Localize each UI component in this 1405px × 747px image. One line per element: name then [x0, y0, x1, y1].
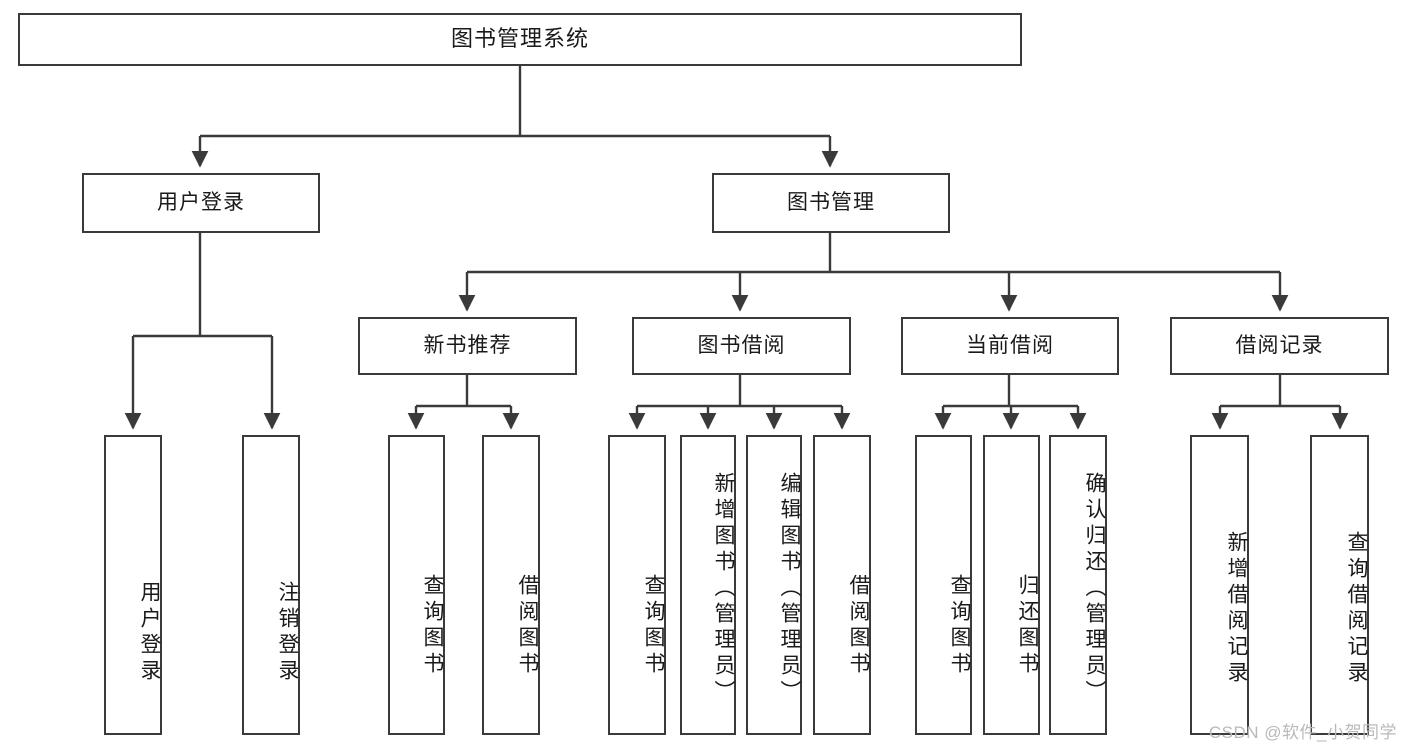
node-title-system-label: 图书管理系统 [450, 26, 589, 52]
leaf-user-login[interactable]: 用户登录 [104, 435, 162, 735]
leaf-query-record-label: 查询借阅记录 [1345, 531, 1368, 687]
node-book-manage[interactable]: 图书管理 [712, 173, 950, 233]
node-new-book-recommend[interactable]: 新书推荐 [358, 317, 577, 375]
leaf-return-book-label: 归还图书 [1016, 574, 1039, 678]
leaf-confirm-return-label: 确认归还（管理员） [1083, 472, 1106, 706]
leaf-query-record[interactable]: 查询借阅记录 [1310, 435, 1369, 735]
leaf-query-book-3-label: 查询图书 [948, 574, 971, 678]
node-book-borrow-label: 图书借阅 [697, 334, 786, 358]
node-book-manage-label: 图书管理 [787, 191, 875, 215]
node-user-login-label: 用户登录 [157, 191, 245, 215]
node-book-borrow[interactable]: 图书借阅 [632, 317, 851, 375]
node-user-login[interactable]: 用户登录 [82, 173, 320, 233]
node-title-system[interactable]: 图书管理系统 [18, 13, 1022, 66]
leaf-borrow-book-2-label: 借阅图书 [847, 574, 870, 678]
leaf-query-book-1-label: 查询图书 [421, 574, 444, 678]
node-current-borrow-label: 当前借阅 [966, 334, 1054, 358]
leaf-return-book[interactable]: 归还图书 [983, 435, 1040, 735]
leaf-add-book[interactable]: 新增图书（管理员） [680, 435, 736, 735]
leaf-query-book-1[interactable]: 查询图书 [388, 435, 445, 735]
leaf-add-record[interactable]: 新增借阅记录 [1190, 435, 1249, 735]
leaf-edit-book[interactable]: 编辑图书（管理员） [746, 435, 802, 735]
leaf-add-book-label: 新增图书（管理员） [712, 472, 735, 706]
leaf-query-book-2[interactable]: 查询图书 [608, 435, 666, 735]
leaf-borrow-book-2[interactable]: 借阅图书 [813, 435, 871, 735]
leaf-add-record-label: 新增借阅记录 [1225, 531, 1248, 687]
leaf-confirm-return[interactable]: 确认归还（管理员） [1049, 435, 1107, 735]
node-borrow-record[interactable]: 借阅记录 [1170, 317, 1389, 375]
leaf-user-login-label: 用户登录 [138, 580, 161, 685]
leaf-borrow-book-1[interactable]: 借阅图书 [482, 435, 540, 735]
node-current-borrow[interactable]: 当前借阅 [901, 317, 1119, 375]
node-new-book-recommend-label: 新书推荐 [423, 334, 512, 358]
leaf-query-book-2-label: 查询图书 [642, 574, 665, 678]
watermark: CSDN @软件_小贺同学 [1208, 723, 1397, 742]
leaf-edit-book-label: 编辑图书（管理员） [778, 472, 801, 706]
leaf-logout-label: 注销登录 [276, 580, 299, 685]
node-borrow-record-label: 借阅记录 [1235, 334, 1324, 358]
leaf-query-book-3[interactable]: 查询图书 [915, 435, 972, 735]
leaf-logout[interactable]: 注销登录 [242, 435, 300, 735]
leaf-borrow-book-1-label: 借阅图书 [516, 574, 539, 678]
